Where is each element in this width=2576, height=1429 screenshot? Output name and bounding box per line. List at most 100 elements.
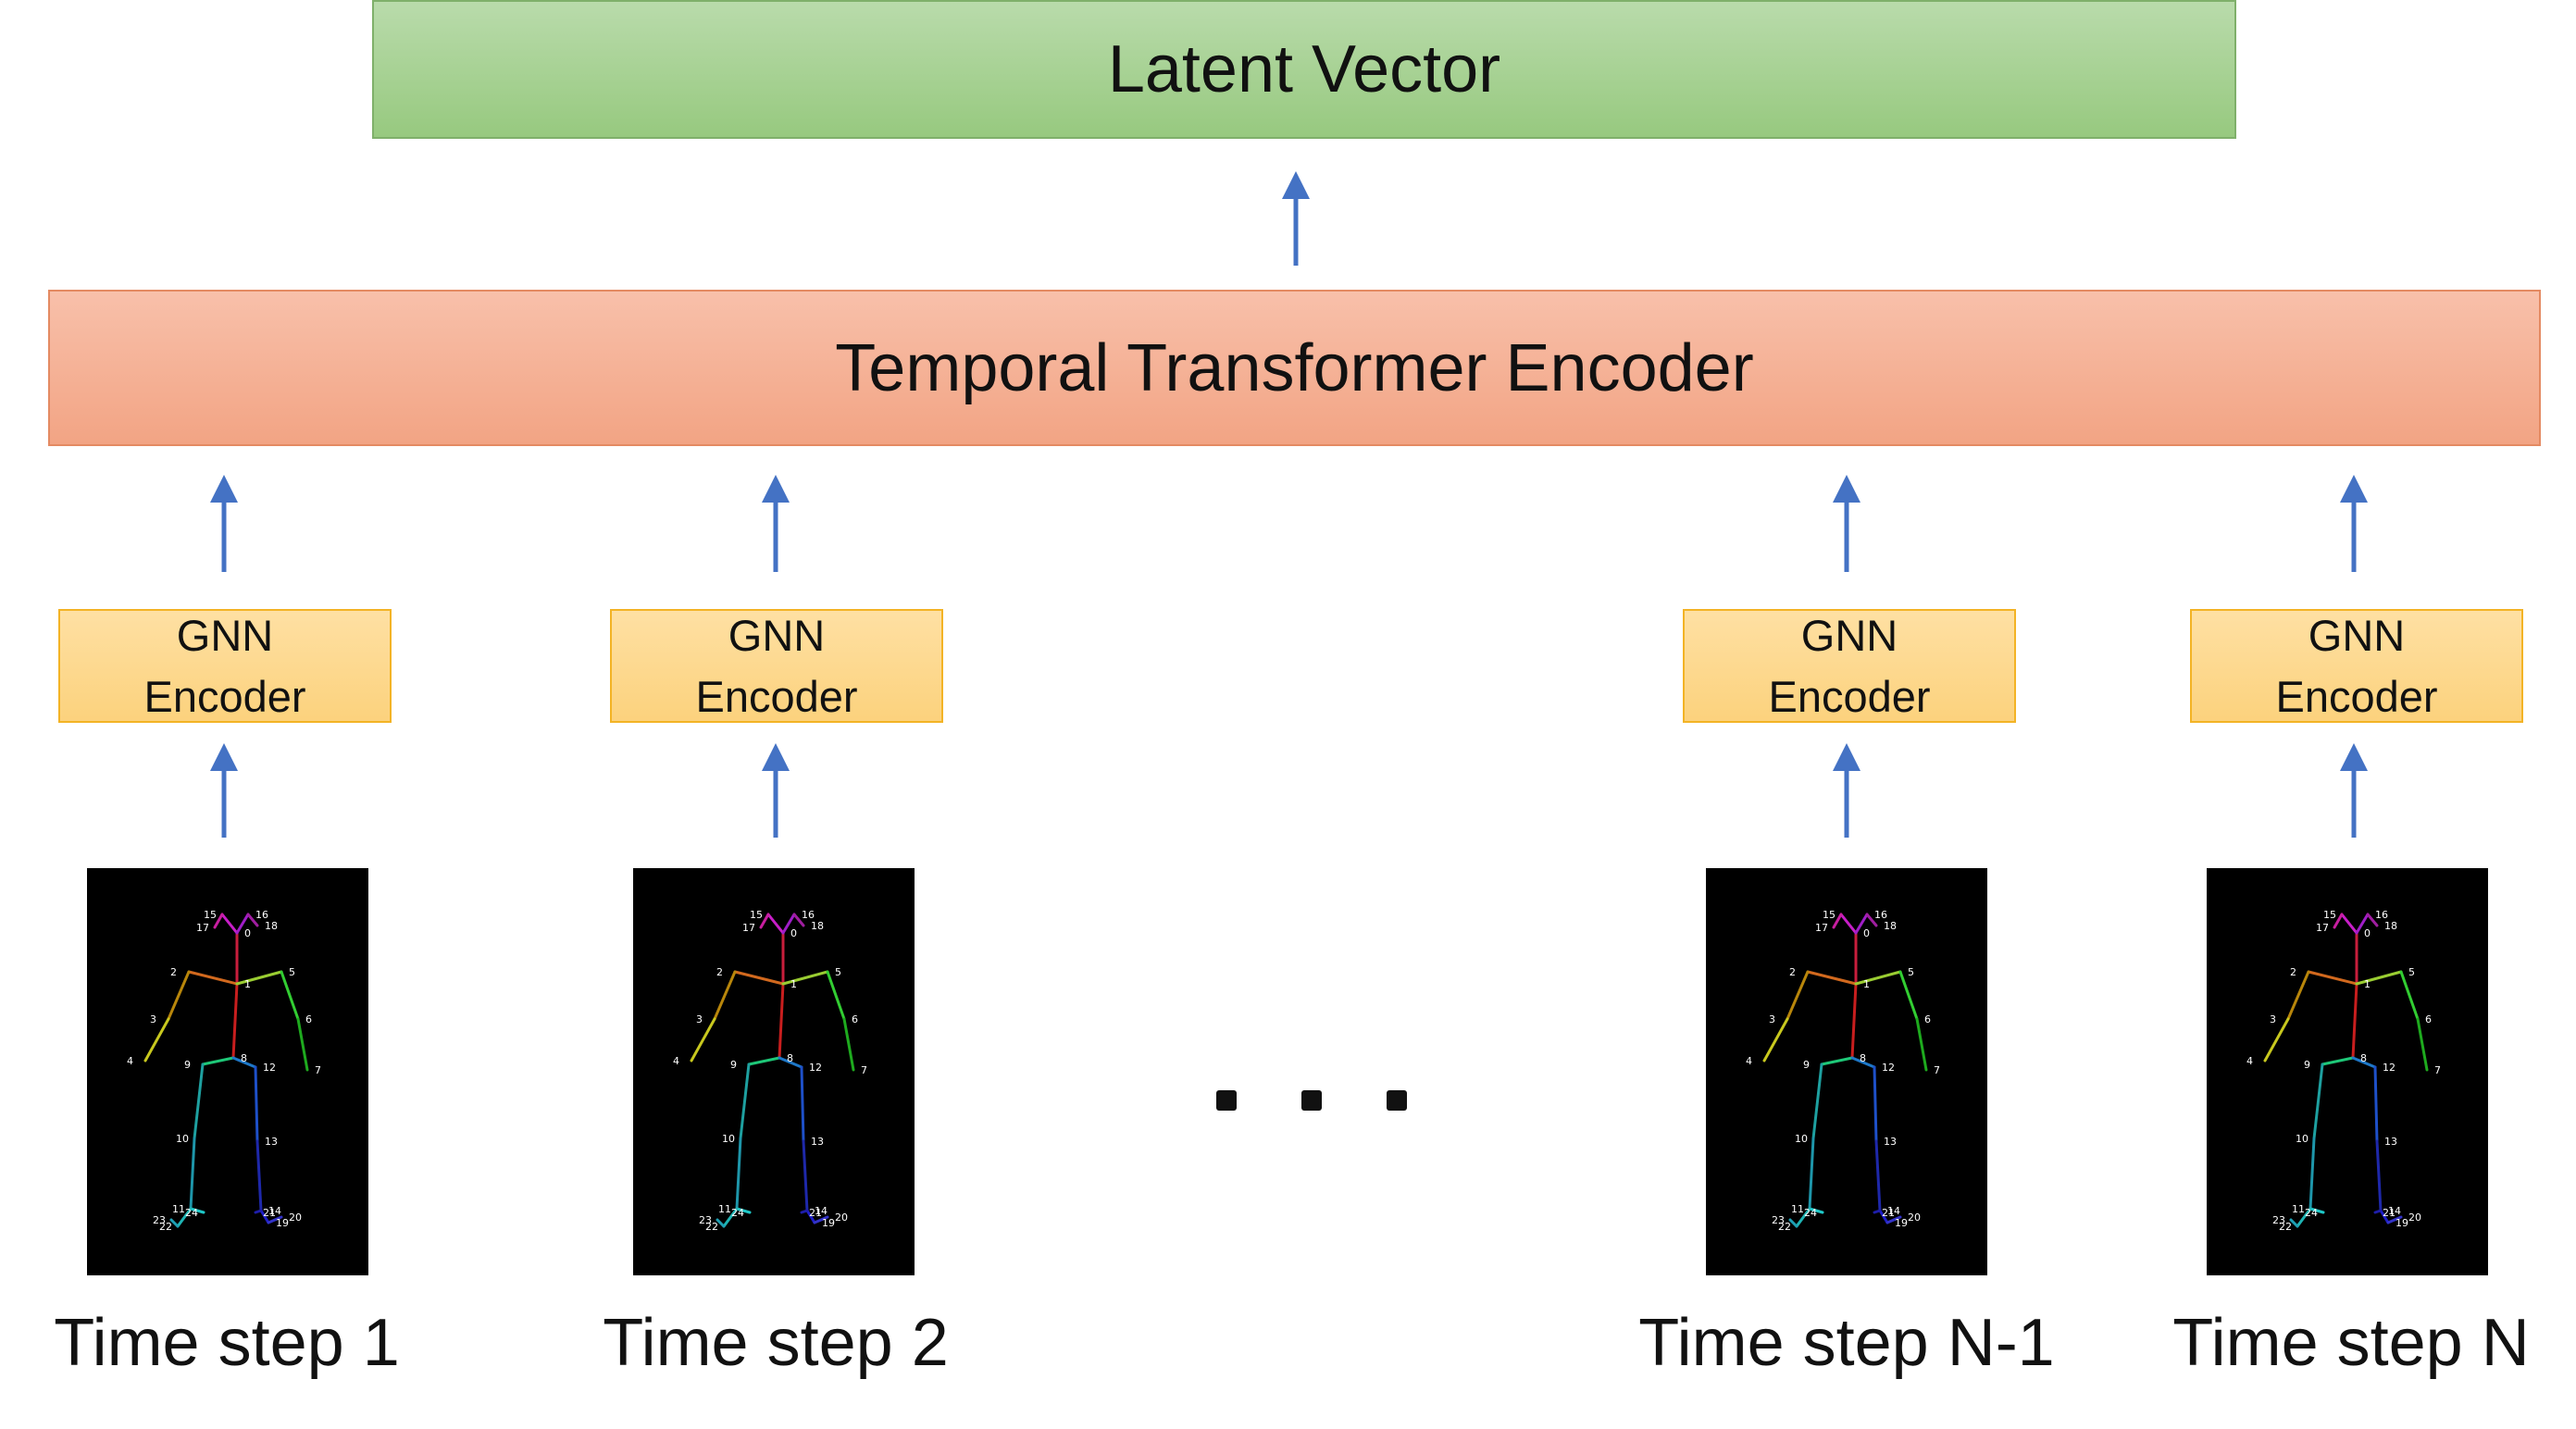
gnn-label-line1: GNN — [2308, 610, 2406, 660]
joint-label: 22 — [705, 1221, 718, 1233]
joint-label: 21 — [263, 1207, 276, 1219]
skeleton-bone — [1811, 1062, 1823, 1140]
joint-label: 17 — [2316, 922, 2329, 934]
skeleton-bone — [747, 1056, 781, 1066]
joint-label: 18 — [1884, 920, 1897, 932]
skeleton-bone — [193, 1062, 205, 1140]
joint-label: 11 — [172, 1203, 185, 1215]
skeleton-bone — [800, 1065, 805, 1143]
joint-label: 20 — [1908, 1212, 1921, 1224]
gnn-encoder-box-1: GNN Encoder — [58, 609, 392, 723]
joint-label: 15 — [750, 909, 763, 921]
skeleton-bone — [213, 913, 224, 929]
gnn-label-line2: Encoder — [1768, 671, 1931, 721]
skeleton-bone — [733, 970, 785, 986]
joint-label: 19 — [276, 1217, 289, 1229]
joint-label: 19 — [822, 1217, 835, 1229]
joint-label: 11 — [2292, 1203, 2305, 1215]
gnn-encoder-box-4: GNN Encoder — [2190, 609, 2523, 723]
skeleton-bone — [1854, 970, 1902, 986]
skeleton-bone — [220, 913, 239, 935]
skeleton-bone — [2375, 1139, 2383, 1212]
joint-label: 5 — [289, 966, 295, 978]
joint-label: 16 — [1874, 909, 1887, 921]
skeleton-bone — [1865, 913, 1878, 927]
time-step-caption-3: Time step N-1 — [1638, 1306, 2055, 1380]
joint-label: 14 — [815, 1205, 828, 1217]
joint-label: 5 — [2408, 966, 2415, 978]
skeleton-bone — [1832, 913, 1843, 929]
joint-label: 2 — [170, 966, 177, 978]
latent-vector-box: Latent Vector — [372, 0, 2236, 139]
skeleton-bone — [2355, 970, 2403, 986]
gnn-encoder-box-3: GNN Encoder — [1683, 609, 2016, 723]
joint-label: 6 — [852, 1013, 858, 1025]
temporal-transformer-label: Temporal Transformer Encoder — [835, 330, 1754, 405]
skeleton-bone — [2307, 970, 2358, 986]
joint-label: 3 — [2270, 1013, 2276, 1025]
skeleton-bone — [802, 1139, 809, 1212]
skeleton-bone — [713, 970, 737, 1021]
skeleton-bone — [1762, 1017, 1789, 1062]
joint-label: 16 — [2375, 909, 2388, 921]
skeleton-bone — [792, 913, 805, 927]
skeleton-bone — [231, 982, 239, 1060]
skeleton-bone — [2373, 1209, 2383, 1214]
joint-label: 7 — [315, 1064, 321, 1076]
joint-label: 24 — [731, 1207, 744, 1219]
skeleton-bone — [1786, 970, 1810, 1021]
time-step-caption-2: Time step 2 — [603, 1306, 949, 1380]
joint-label: 13 — [811, 1136, 824, 1148]
skeleton-bone — [201, 1056, 235, 1066]
joint-label: 14 — [2388, 1205, 2401, 1217]
skeleton-bone — [1878, 1209, 1889, 1224]
skeleton-bone — [2351, 982, 2358, 1060]
skeleton-bone — [1850, 982, 1858, 1060]
gnn-label-line1: GNN — [1800, 610, 1898, 660]
skeleton-bone — [2340, 913, 2358, 935]
skeleton-bone — [255, 1139, 263, 1212]
joint-label: 1 — [1863, 978, 1870, 990]
skeleton-bone — [176, 1207, 193, 1228]
joint-label: 0 — [2364, 927, 2371, 939]
joint-label: 12 — [1882, 1062, 1895, 1074]
joint-label: 13 — [265, 1136, 278, 1148]
skeleton-bone — [1820, 1056, 1854, 1066]
skeleton-bone — [2373, 1065, 2379, 1143]
skeleton-bone — [2308, 1207, 2325, 1214]
skeleton-bone — [735, 1137, 742, 1211]
skeleton-bone — [800, 1209, 809, 1214]
skeleton-bone — [280, 970, 300, 1021]
joint-label: 20 — [289, 1212, 302, 1224]
skeleton-bone — [1898, 970, 1919, 1021]
joint-label: 10 — [2296, 1133, 2308, 1145]
joint-label: 22 — [2279, 1221, 2292, 1233]
latent-vector-label: Latent Vector — [1107, 32, 1501, 106]
joint-label: 24 — [1804, 1207, 1817, 1219]
joint-label: 16 — [255, 909, 268, 921]
skeleton-bone — [189, 1207, 205, 1214]
skeleton-bone — [2296, 1207, 2312, 1228]
joint-label: 3 — [1769, 1013, 1775, 1025]
joint-label: 24 — [2305, 1207, 2318, 1219]
skeleton-bone — [1839, 913, 1858, 935]
skeleton-bone — [2333, 913, 2344, 929]
gnn-label-line2: Encoder — [143, 671, 306, 721]
gnn-label-line2: Encoder — [695, 671, 858, 721]
joint-label: 14 — [268, 1205, 281, 1217]
skeleton-bone — [259, 1209, 270, 1224]
skeleton-bone — [2289, 1218, 2299, 1228]
joint-label: 4 — [1746, 1055, 1752, 1067]
joint-label: 23 — [699, 1214, 712, 1226]
gnn-label-line1: GNN — [176, 610, 274, 660]
skeleton-bone — [805, 1209, 816, 1224]
skeleton-bone — [778, 982, 785, 1060]
skeleton-bone — [189, 1137, 196, 1211]
time-step-caption-4: Time step N — [2172, 1306, 2530, 1380]
skeleton-bone — [2416, 1017, 2429, 1072]
